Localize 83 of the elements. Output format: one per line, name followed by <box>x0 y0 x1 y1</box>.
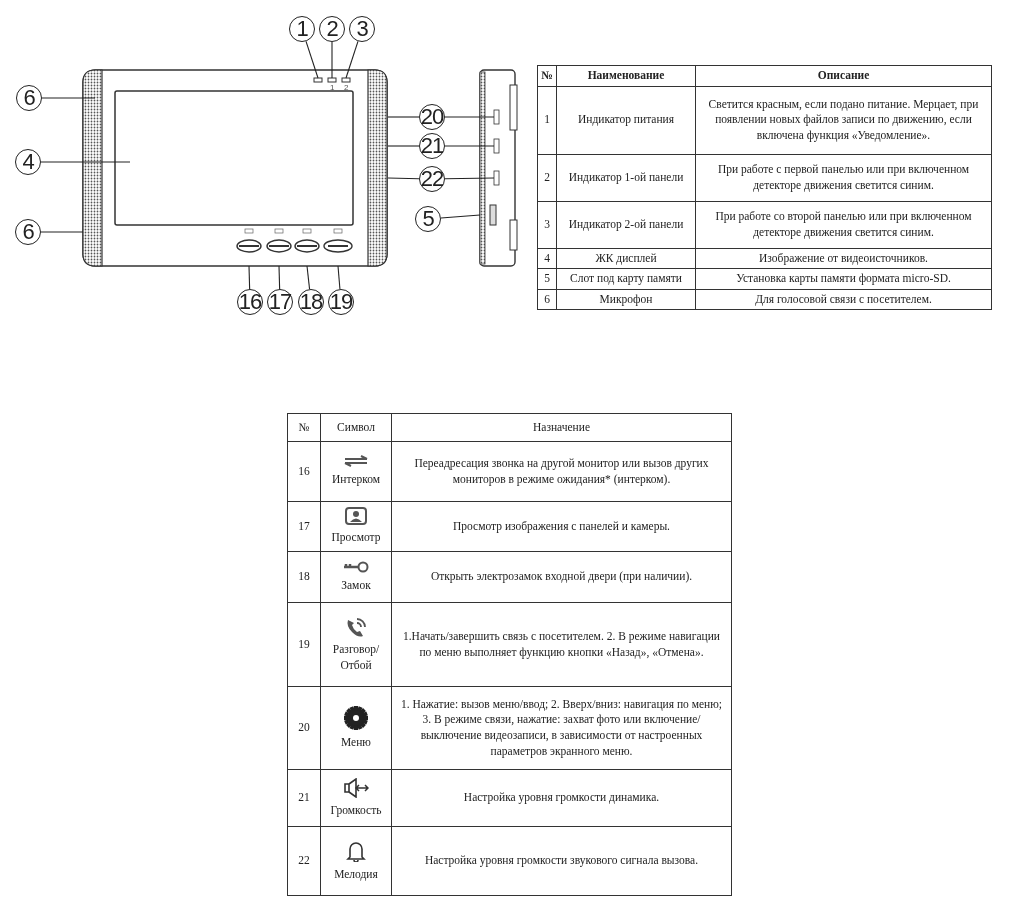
monitor-side-view-drawing <box>479 69 518 267</box>
column-header: Назначение <box>532 420 591 433</box>
description-text: Просмотр изображения с панелей и камеры. <box>453 519 670 532</box>
callout-number: 16 <box>237 289 263 315</box>
part-name: Слот под карту памяти <box>570 272 682 285</box>
symbol-label: Громкость <box>330 803 382 816</box>
symbol-label: Интерком <box>331 473 381 485</box>
leader-line <box>444 177 495 180</box>
description-text: 1. Нажатие: вызов меню/ввод; 2. Вверх/вниз: навигация по меню; 3. В режиме связи, нажатие: захват фото или включение/выключение видеозаписи, в зависимости от настроенных параметров экранного меню. <box>400 697 723 757</box>
leader-line <box>387 145 420 147</box>
description-text: Переадресация звонка на другой монитор или вызов других мониторов в режиме ожидания* (интерком). <box>414 457 709 485</box>
callout-number: 5 <box>415 206 441 232</box>
row-number: 16 <box>298 464 310 477</box>
part-name: Индикатор 2-ой панели <box>568 217 684 230</box>
column-header: Символ <box>337 420 375 433</box>
description-text: Для голосовой связи с посетителем. <box>755 292 932 305</box>
row-number: 1 <box>544 113 550 126</box>
callout-number: 21 <box>419 133 445 159</box>
row-number: 22 <box>298 854 310 867</box>
row-number: 6 <box>544 292 550 305</box>
callout-number: 17 <box>267 289 293 315</box>
description-text: Светится красным, если подано питание. Мерцает, при появлении новых файлов записи по движению, если включена функция «Уведомление». <box>708 97 979 141</box>
row-number: 20 <box>298 721 310 734</box>
column-header: № <box>298 420 310 433</box>
description-text: При работе с первой панелью или при включенном детекторе движения светится синим. <box>717 163 970 191</box>
led-mark: 1 <box>330 84 335 92</box>
leader-line <box>40 231 84 233</box>
row-number: 3 <box>544 217 550 230</box>
leader-line <box>444 145 495 147</box>
leader-line <box>248 265 251 290</box>
callout-number: 6 <box>15 219 41 245</box>
callout-number: 3 <box>349 16 375 42</box>
callout-number: 18 <box>298 289 324 315</box>
description-text: Изображение от видеоисточников. <box>759 251 928 264</box>
leader-line <box>305 40 319 79</box>
row-number: 4 <box>544 251 550 264</box>
led-indicator <box>327 77 337 83</box>
leader-line <box>331 41 333 79</box>
leader-line <box>40 161 131 163</box>
column-header: Описание <box>817 69 870 81</box>
callout-number: 1 <box>289 16 315 42</box>
description-text: При работе со второй панелью или при включенном детекторе движения светится синим. <box>715 210 972 238</box>
led-mark: 2 <box>344 84 349 92</box>
part-name: Микрофон <box>599 292 653 305</box>
row-number: 18 <box>298 570 310 583</box>
column-header: Наименование <box>587 69 665 81</box>
row-number: 17 <box>298 519 310 532</box>
callout-number: 19 <box>328 289 354 315</box>
led-indicator <box>313 77 323 83</box>
symbol-label: Мелодия <box>334 867 378 880</box>
row-number: 19 <box>298 637 310 650</box>
symbol-label: Просмотр <box>331 531 381 543</box>
description-text: Настройка уровня громкости динамика. <box>463 791 660 804</box>
part-name: ЖК дисплей <box>595 251 657 264</box>
part-name: Индикатор питания <box>577 113 675 126</box>
leader-line <box>41 97 96 99</box>
leader-line <box>387 116 420 118</box>
description-text: Настройка уровня громкости звукового сигнала вызова. <box>424 854 699 867</box>
description-text: Открыть электрозамок входной двери (при наличии). <box>430 570 693 583</box>
symbol-label: Замок <box>341 578 371 591</box>
part-name: Индикатор 1-ой панели <box>568 170 684 183</box>
description-text: Установка карты памяти формата micro-SD. <box>736 272 951 285</box>
leader-line <box>345 40 359 79</box>
leader-line <box>440 214 481 219</box>
description-text: 1.Начать/завершить связь с посетителем. 2. В режиме навигации по меню выполняет функцию кнопки «Назад», «Отмена». <box>402 630 721 658</box>
leader-line <box>306 265 311 290</box>
row-number: 2 <box>544 170 550 183</box>
row-number: 5 <box>544 272 550 285</box>
callout-number: 2 <box>319 16 345 42</box>
led-indicator <box>341 77 351 83</box>
row-number: 21 <box>298 791 310 804</box>
callout-number: 6 <box>16 85 42 111</box>
callout-number: 22 <box>419 166 445 192</box>
callout-number: 20 <box>419 104 445 130</box>
symbol-label: Разговор/ Отбой <box>332 643 380 671</box>
leader-line <box>278 265 281 290</box>
leader-line <box>444 116 495 118</box>
callout-number: 4 <box>15 149 41 175</box>
leader-line <box>337 265 341 290</box>
intercom-monitor-drawing <box>82 69 388 267</box>
column-header: № <box>541 69 553 81</box>
symbol-label: Меню <box>341 735 371 748</box>
leader-line <box>387 177 420 180</box>
